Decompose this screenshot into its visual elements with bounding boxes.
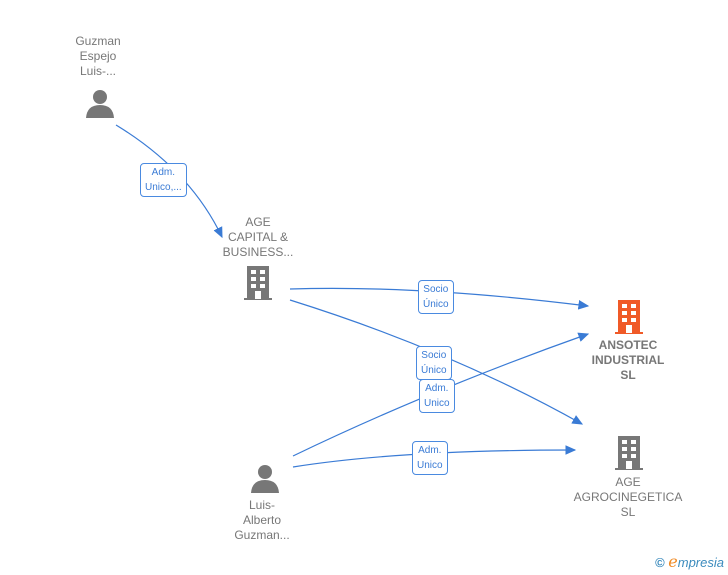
edge-label-adm-unico[interactable]: Adm.Unico	[412, 441, 448, 475]
building-icon-focus[interactable]	[614, 300, 644, 334]
edge-label-adm-unico[interactable]: Adm.Unico,...	[140, 163, 187, 197]
empresia-logo[interactable]: © empresia	[655, 552, 724, 571]
person-icon[interactable]	[250, 463, 280, 493]
building-icon[interactable]	[243, 266, 273, 300]
building-icon[interactable]	[614, 436, 644, 470]
edge-label-adm-unico[interactable]: Adm.Unico	[419, 379, 455, 413]
person-icon[interactable]	[85, 88, 115, 118]
